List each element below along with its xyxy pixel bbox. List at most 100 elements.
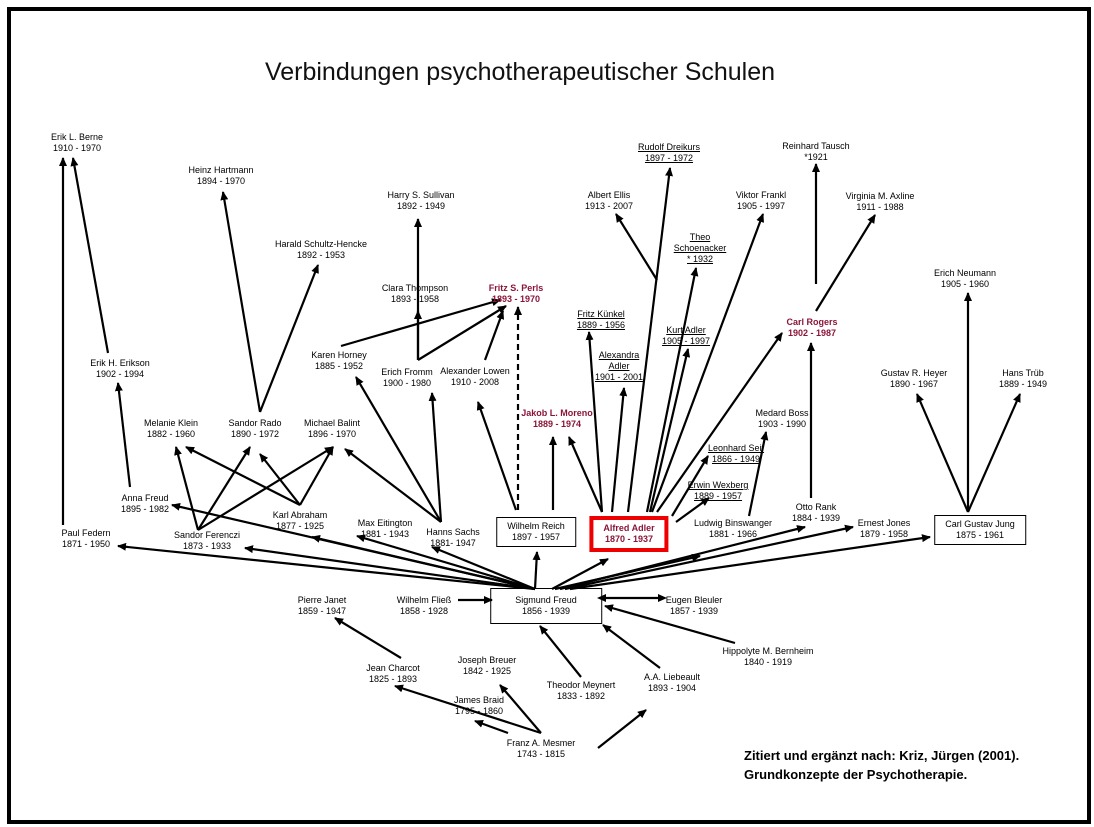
arrow-55	[539, 625, 582, 678]
arrow-29	[815, 214, 876, 312]
arrow-21	[645, 267, 699, 513]
arrow-45	[431, 545, 536, 591]
arrow-1	[70, 157, 110, 354]
arrow-59	[499, 684, 542, 734]
node-schoenacker: Theo Schoenacker* 1932	[673, 232, 727, 264]
arrow-54	[604, 604, 736, 645]
arrow-61	[597, 709, 647, 749]
arrow-27	[747, 431, 769, 517]
arrow-2	[114, 382, 132, 488]
arrow-4	[258, 264, 320, 413]
arrow-19	[626, 167, 674, 513]
arrow-34	[174, 446, 200, 531]
arrow-7	[417, 305, 507, 361]
arrow-32	[915, 393, 970, 513]
diagram-title: Verbindungen psychotherapeutischer Schul…	[264, 58, 776, 86]
arrow-33	[966, 393, 1022, 513]
arrow-58	[394, 684, 542, 735]
arrow-24	[656, 332, 783, 513]
arrow-38	[259, 453, 301, 506]
arrow-51	[569, 534, 931, 591]
arrow-18	[610, 387, 628, 513]
arrow-50	[564, 524, 854, 591]
page-frame	[7, 7, 1091, 824]
citation-line-1: Zitiert und ergänzt nach: Kriz, Jürgen (…	[744, 748, 1020, 763]
arrow-16	[567, 436, 604, 513]
citation: Zitiert und ergänzt nach: Kriz, Jürgen (…	[744, 746, 1019, 784]
arrow-9	[483, 310, 505, 361]
arrow-11	[355, 376, 442, 523]
node-tausch: Reinhard Tausch*1921	[782, 141, 850, 162]
arrow-26	[675, 497, 710, 523]
arrow-49	[559, 525, 806, 591]
arrow-42	[244, 545, 536, 591]
arrow-47	[551, 558, 609, 590]
arrow-46	[532, 551, 541, 590]
arrow-17	[585, 331, 604, 513]
arrow-8	[340, 298, 501, 348]
arrow-35	[197, 446, 251, 531]
arrow-56	[602, 624, 661, 669]
arrow-20	[615, 213, 658, 281]
arrow-13	[344, 448, 442, 523]
arrow-57	[334, 617, 402, 659]
arrow-40	[117, 542, 536, 591]
arrow-14	[476, 401, 518, 511]
arrow-37	[185, 446, 301, 506]
arrow-25	[671, 455, 709, 517]
arrow-60	[474, 719, 509, 735]
arrow-3	[220, 191, 262, 413]
arrow-22	[648, 348, 691, 513]
arrow-12	[428, 392, 443, 523]
citation-line-2: Grundkonzepte der Psychotherapie.	[744, 767, 968, 782]
